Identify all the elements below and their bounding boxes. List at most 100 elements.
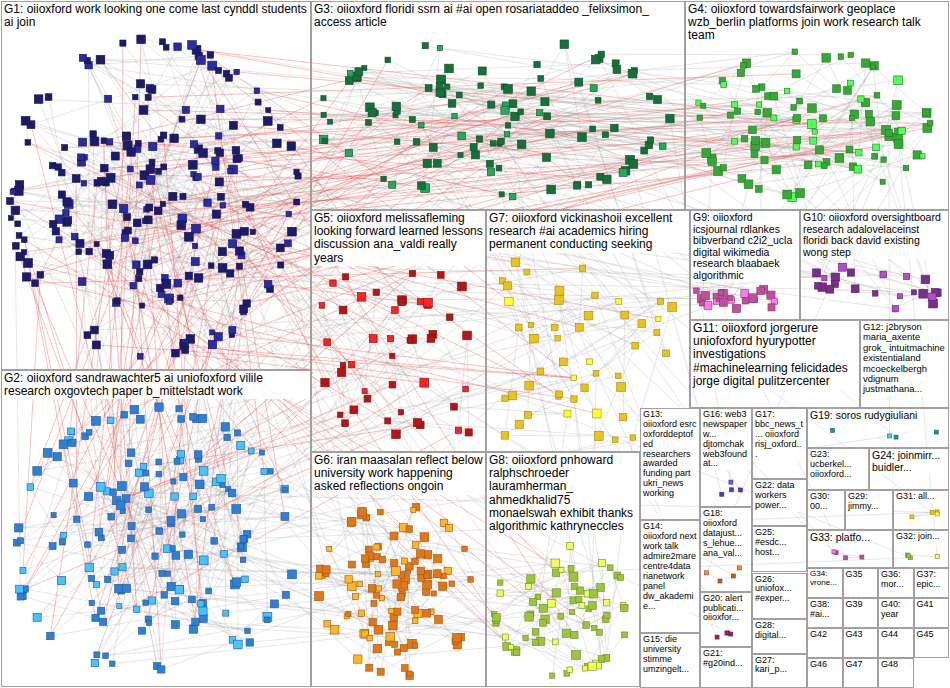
vertex-marker [348,361,354,367]
vertex-marker [242,201,248,207]
network-edge [64,444,92,578]
vertex-marker [89,575,95,581]
vertex-marker [696,100,701,105]
network-edge [372,588,543,608]
network-edge [493,80,898,143]
network-edge [108,579,506,637]
vertex-marker [342,420,349,427]
vertex-marker [579,265,585,271]
vertex-marker [756,102,761,107]
vertex-marker [180,532,185,537]
vertex-marker [240,305,248,313]
vertex-marker [53,453,61,461]
vertex-marker [162,279,171,288]
vertex-marker [873,144,880,151]
vertex-marker [550,673,555,678]
vertex-marker [355,68,363,76]
vertex-marker [117,482,126,491]
vertex-marker [592,292,598,298]
network-edge [866,103,933,304]
vertex-marker [149,142,157,150]
vertex-marker [394,608,401,615]
vertex-marker [161,592,168,599]
vertex-marker [63,198,71,206]
vertex-marker [599,560,606,567]
network-edge [110,142,175,497]
vertex-marker [171,493,178,500]
vertex-marker [276,244,284,252]
vertex-marker [96,55,105,64]
network-edge [369,550,623,606]
vertex-marker [85,563,94,572]
vertex-marker [437,272,444,279]
vertex-marker [270,600,278,608]
vertex-marker [398,299,405,306]
network-edge [164,595,249,643]
vertex-marker [128,535,135,542]
vertex-marker [412,607,419,614]
vertex-marker [195,505,202,512]
vertex-marker [74,516,80,522]
vertex-marker [254,88,259,93]
vertex-marker [316,573,322,579]
vertex-marker [27,484,34,491]
network-edge [516,262,619,376]
vertex-marker [541,98,549,106]
network-edge [31,66,212,125]
network-edge [28,142,223,205]
vertex-marker [15,524,23,532]
vertex-marker [190,141,197,148]
network-edge [197,50,738,111]
vertex-marker [502,395,508,401]
vertex-marker [220,203,226,209]
vertex-marker [78,154,85,161]
vertex-marker [146,507,152,513]
vertex-marker [169,192,177,200]
vertex-marker [218,264,227,273]
network-edge [224,554,378,574]
network-edge [559,291,650,439]
vertex-marker [264,280,272,288]
vertex-marker [629,160,638,169]
network-edge [53,302,421,546]
vertex-marker [546,129,554,137]
vertex-marker [146,621,151,626]
vertex-marker [361,555,368,562]
vertex-marker [734,108,740,114]
vertex-marker [357,581,362,586]
vertex-marker [189,625,197,633]
vertex-marker [149,159,155,165]
network-edge [106,612,573,656]
network-edge [873,66,926,112]
vertex-marker [584,311,593,320]
network-edge [89,56,199,65]
network-edge [362,515,516,651]
vertex-marker [194,274,202,282]
vertex-marker [412,558,419,565]
vertex-marker [880,179,885,184]
vertex-marker [229,327,236,334]
vertex-marker [338,368,346,376]
vertex-marker [808,120,817,129]
vertex-marker [90,131,96,137]
vertex-marker [525,381,534,390]
vertex-marker [321,96,326,101]
network-edge [162,42,185,110]
vertex-marker [392,102,400,110]
vertex-marker [184,232,193,241]
vertex-marker [656,316,661,321]
vertex-marker [412,618,418,624]
vertex-marker [111,152,119,160]
vertex-marker [822,54,831,63]
network-edge [197,50,418,614]
vertex-marker [390,353,395,358]
vertex-marker [207,52,213,58]
vertex-marker [98,607,105,614]
vertex-marker [530,334,539,343]
vertex-marker [445,84,450,89]
vertex-marker [178,510,186,518]
vertex-marker [79,54,86,61]
vertex-marker [567,543,574,550]
vertex-marker [124,227,131,234]
vertex-marker [185,272,192,279]
